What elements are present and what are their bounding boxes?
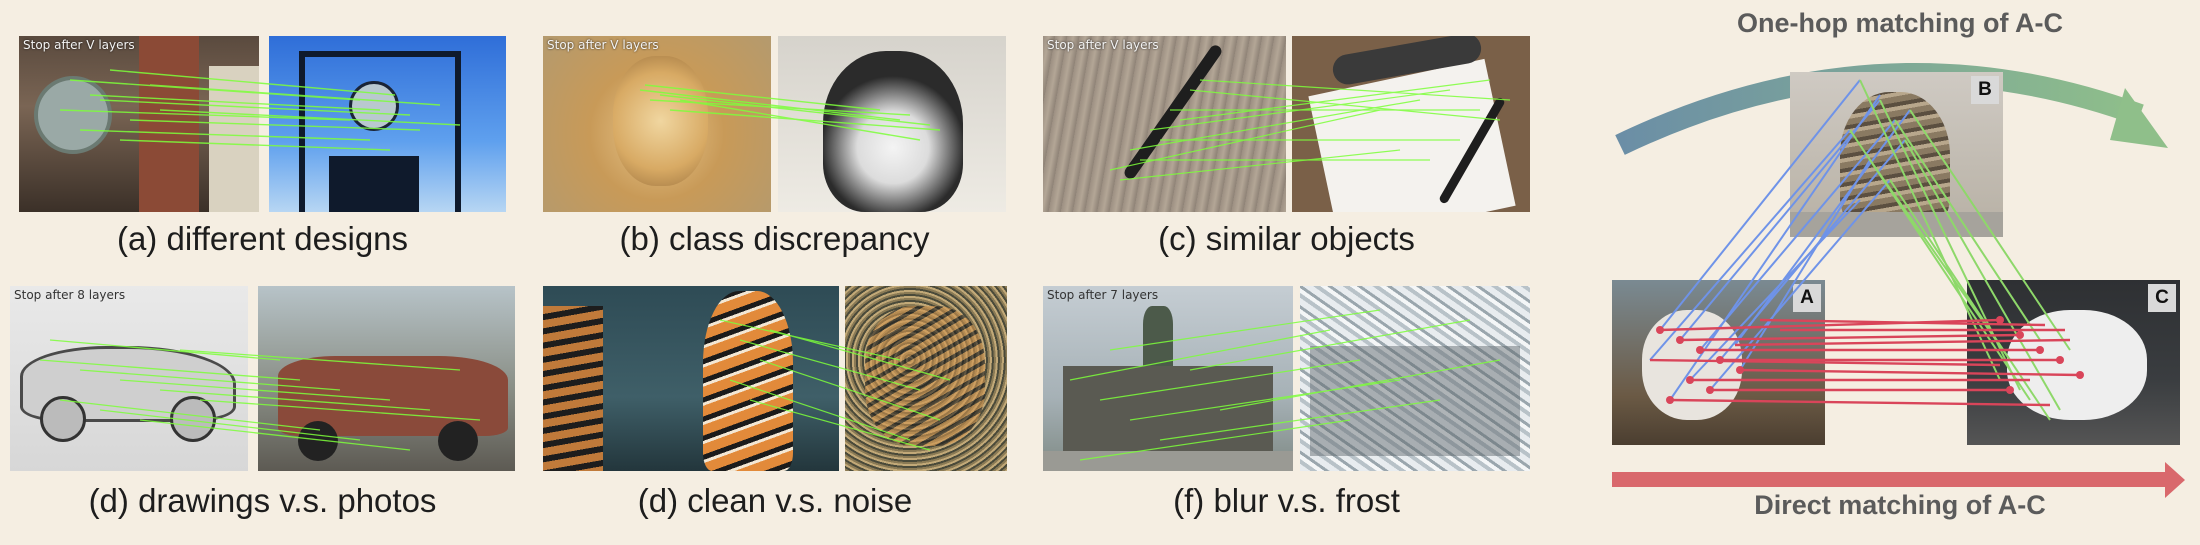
layer-tag: Stop after V layers <box>23 38 135 52</box>
caption-d-noise: (d) clean v.s. noise <box>637 482 913 519</box>
caption-a: (a) different designs <box>116 220 409 257</box>
direct-arrow-head <box>2165 462 2185 498</box>
one-hop-arrowhead <box>2110 88 2168 148</box>
image-tiger-noise <box>845 286 1007 471</box>
image-car-drawing: Stop after 8 layers <box>10 286 248 471</box>
label-a: A <box>1793 284 1821 312</box>
direct-arrow-shaft <box>1612 472 2172 487</box>
label-c: C <box>2148 284 2176 312</box>
caption-d-drawings: (d) drawings v.s. photos <box>88 482 437 519</box>
image-clock-tower <box>269 36 506 212</box>
image-gate-blur: Stop after 7 layers <box>1043 286 1293 471</box>
image-c-cat: C <box>1967 280 2180 445</box>
layer-tag: Stop after 7 layers <box>1047 288 1159 302</box>
layer-tag: Stop after V layers <box>547 38 659 52</box>
caption-f: (f) blur v.s. frost <box>1173 482 1400 519</box>
image-cheetah: Stop after V layers <box>543 36 771 212</box>
one-hop-title: One-hop matching of A-C <box>1737 8 2063 38</box>
layer-tag: Stop after V layers <box>1047 38 1159 52</box>
layer-tag: Stop after 8 layers <box>14 288 126 302</box>
image-notebook-pen <box>1292 36 1530 212</box>
label-b: B <box>1971 76 1999 104</box>
caption-c: (c) similar objects <box>1158 220 1415 257</box>
image-husky <box>778 36 1006 212</box>
direct-title: Direct matching of A-C <box>1754 490 2046 520</box>
image-b-cat: B <box>1790 72 2003 237</box>
image-tiger-clean <box>543 286 839 471</box>
image-gate-frost <box>1300 286 1530 471</box>
image-clock-street: Stop after V layers <box>19 36 259 212</box>
image-pen-wood: Stop after V layers <box>1043 36 1286 212</box>
image-a-cat: A <box>1612 280 1825 445</box>
image-car-photo <box>258 286 515 471</box>
caption-b: (b) class discrepancy <box>619 220 930 257</box>
